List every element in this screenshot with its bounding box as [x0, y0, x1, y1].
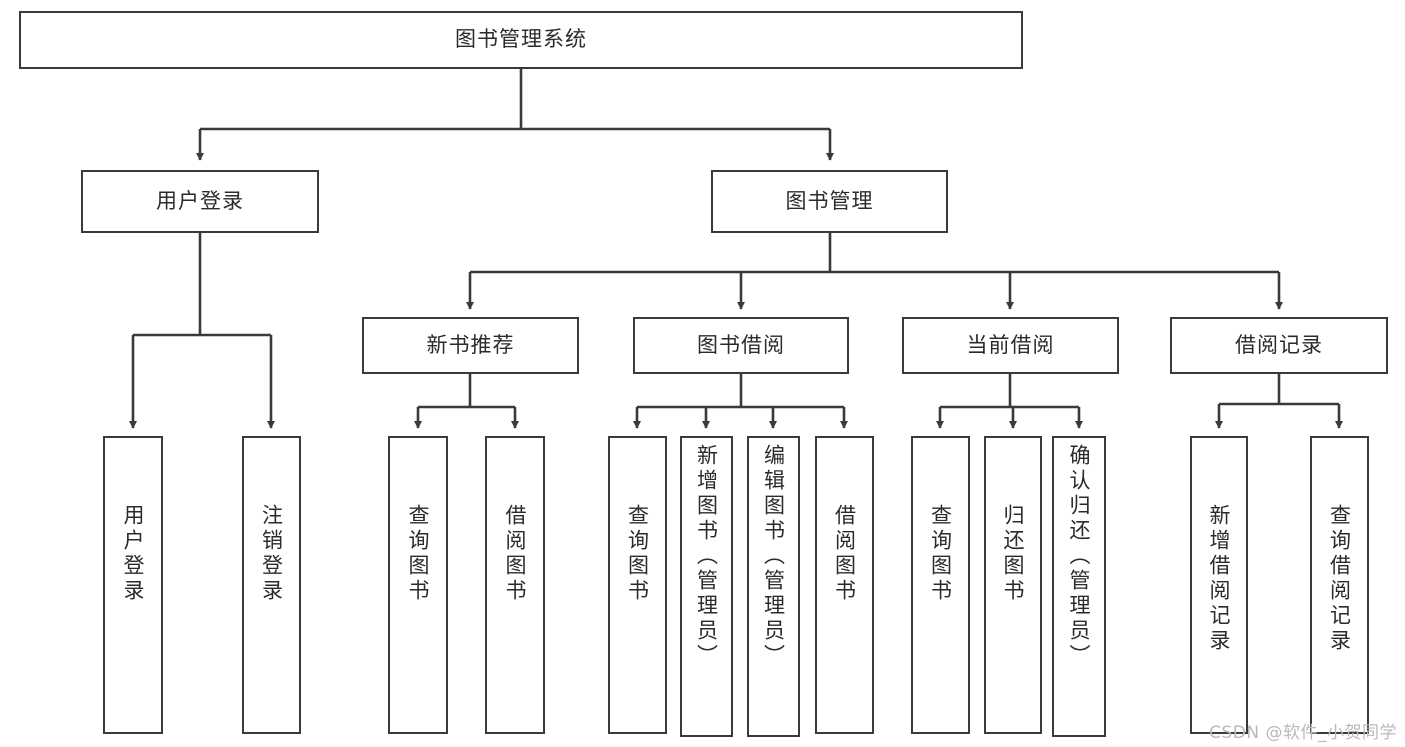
leaf-add-book-admin-label: 新增图书（管理员） [694, 444, 719, 669]
node-user-login[interactable]: 用户登录 [81, 170, 319, 233]
leaf-query-book-recommend[interactable]: 查询图书 [388, 436, 448, 734]
leaf-add-borrow-record[interactable]: 新增借阅记录 [1190, 436, 1248, 734]
leaf-borrow-book[interactable]: 借阅图书 [815, 436, 874, 734]
node-user-login-label: 用户登录 [156, 188, 244, 213]
leaf-confirm-return-admin[interactable]: 确认归还（管理员） [1052, 436, 1106, 737]
leaf-edit-book-admin-label: 编辑图书（管理员） [761, 444, 786, 669]
leaf-add-borrow-record-label: 新增借阅记录 [1207, 504, 1232, 654]
node-root[interactable]: 图书管理系统 [19, 11, 1023, 69]
leaf-return-book-label: 归还图书 [1001, 504, 1026, 604]
leaf-borrow-book-recommend[interactable]: 借阅图书 [485, 436, 545, 734]
leaf-logout[interactable]: 注销登录 [242, 436, 301, 734]
node-borrow-record[interactable]: 借阅记录 [1170, 317, 1388, 374]
leaf-query-book-recommend-label: 查询图书 [406, 504, 431, 604]
node-borrow-record-label: 借阅记录 [1235, 332, 1323, 357]
leaf-query-book-borrow-label: 查询图书 [625, 504, 650, 604]
leaf-user-login[interactable]: 用户登录 [103, 436, 163, 734]
leaf-return-book[interactable]: 归还图书 [984, 436, 1042, 734]
node-new-book-recommend-label: 新书推荐 [426, 332, 515, 357]
node-new-book-recommend[interactable]: 新书推荐 [362, 317, 579, 374]
leaf-query-book-current[interactable]: 查询图书 [911, 436, 970, 734]
leaf-edit-book-admin[interactable]: 编辑图书（管理员） [747, 436, 800, 737]
leaf-query-book-borrow[interactable]: 查询图书 [608, 436, 667, 734]
node-book-management[interactable]: 图书管理 [711, 170, 948, 233]
node-current-borrow[interactable]: 当前借阅 [902, 317, 1119, 374]
leaf-borrow-book-label: 借阅图书 [832, 504, 857, 604]
leaf-logout-label: 注销登录 [259, 504, 284, 604]
node-current-borrow-label: 当前借阅 [966, 332, 1055, 357]
node-book-borrow[interactable]: 图书借阅 [633, 317, 849, 374]
leaf-add-book-admin[interactable]: 新增图书（管理员） [680, 436, 733, 737]
leaf-query-borrow-record[interactable]: 查询借阅记录 [1310, 436, 1369, 734]
leaf-borrow-book-recommend-label: 借阅图书 [503, 504, 528, 604]
leaf-user-login-label: 用户登录 [121, 504, 146, 604]
node-root-label: 图书管理系统 [455, 27, 587, 52]
leaf-query-borrow-record-label: 查询借阅记录 [1327, 504, 1352, 654]
leaf-query-book-current-label: 查询图书 [928, 504, 953, 604]
node-book-management-label: 图书管理 [785, 188, 874, 213]
leaf-confirm-return-admin-label: 确认归还（管理员） [1067, 444, 1092, 669]
node-book-borrow-label: 图书借阅 [697, 332, 785, 357]
watermark: CSDN @软件_小贺同学 [1209, 723, 1397, 743]
